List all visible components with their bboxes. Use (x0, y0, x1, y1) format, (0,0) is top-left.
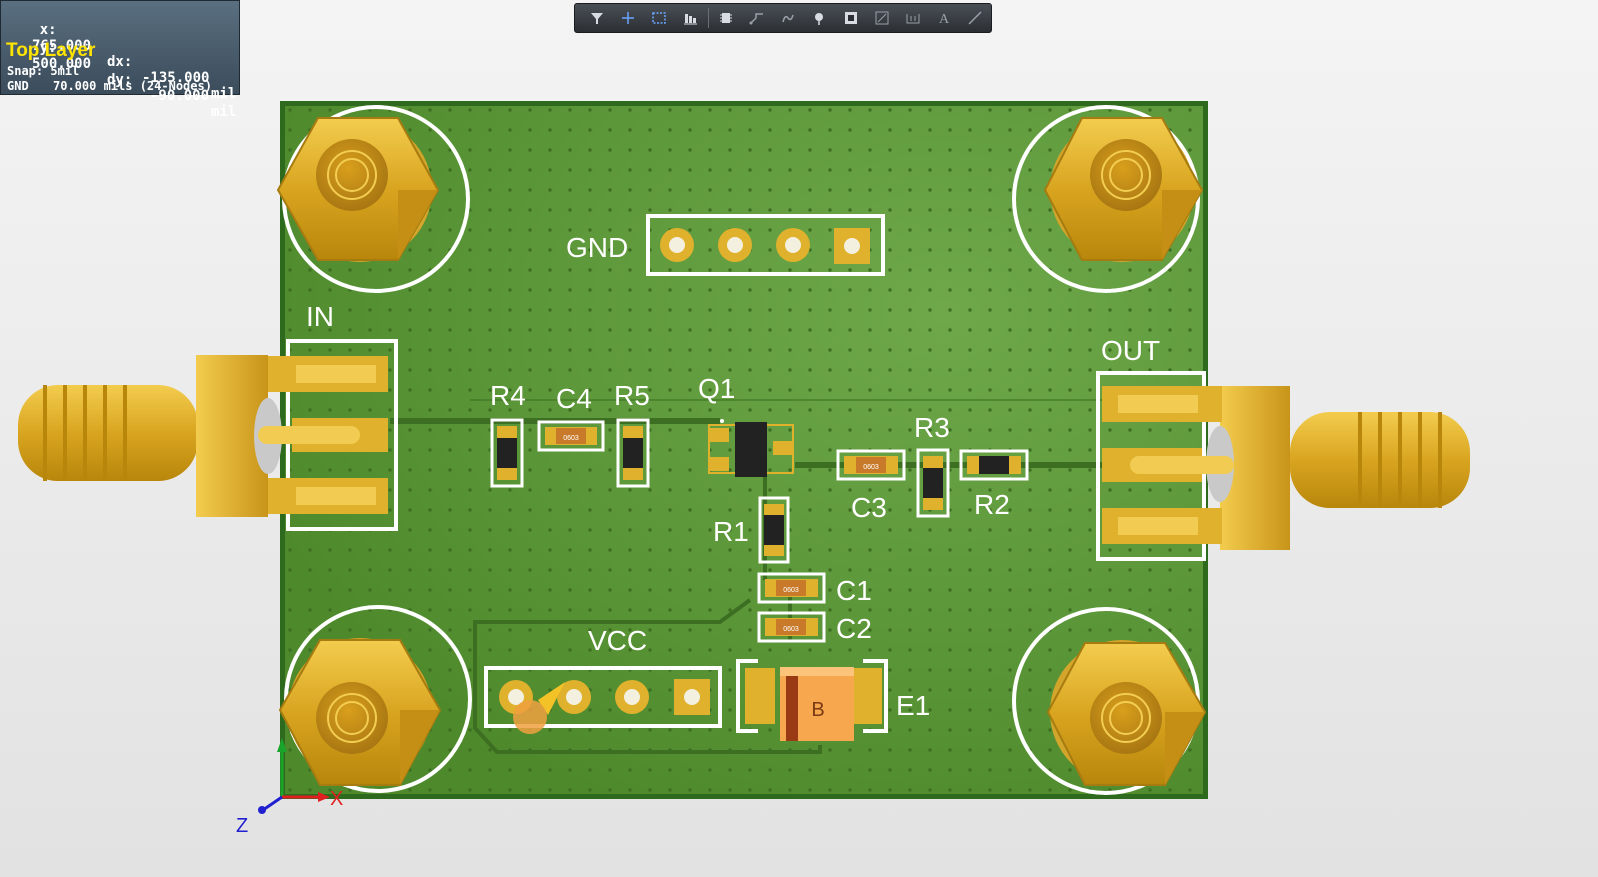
hud-x-value: 765.000 (32, 38, 92, 54)
silk-c3: C3 (851, 492, 887, 523)
hud-net-name: GND (7, 79, 29, 93)
svg-text:A: A (939, 12, 950, 26)
silk-r2: R2 (974, 489, 1010, 520)
c3-package-label: 0603 (863, 464, 879, 471)
hud-snap: Snap: 5mil (7, 64, 80, 78)
hud-y-unit: mil (211, 104, 237, 120)
silk-c4: C4 (556, 383, 592, 414)
silk-in: IN (306, 301, 334, 332)
hud-net-info: 70.000 mils (24-Nodes) (53, 79, 212, 93)
mounting-hole-top-right[interactable] (1012, 105, 1204, 293)
sma-connector-out[interactable] (1096, 371, 1470, 561)
silk-e1: E1 (896, 690, 930, 721)
hud-x-label: x: (39, 22, 57, 38)
hud-x-unit: mil (211, 86, 237, 102)
transistor-q1[interactable] (708, 419, 794, 477)
hud-net-row: GND 70.000 mils (24-Nodes) (7, 79, 212, 93)
resistor-r5[interactable] (616, 418, 650, 488)
active-bar-toolbar: A (574, 3, 992, 33)
resistor-r2[interactable] (959, 449, 1029, 481)
resistor-r1[interactable] (758, 496, 790, 564)
hud-current-layer: Top Layer (6, 40, 96, 61)
mounting-hole-bottom-left[interactable] (278, 605, 472, 793)
tantalum-capacitor-e1[interactable]: B (736, 659, 888, 741)
filter-icon[interactable] (581, 5, 612, 31)
hud-dx-label: dx: (107, 54, 133, 70)
line-icon[interactable] (960, 5, 991, 31)
silk-r3: R3 (914, 412, 950, 443)
c2-package-label: 0603 (783, 626, 799, 633)
silk-r4: R4 (490, 380, 526, 411)
hud-row-y: y: 500.000 dy: -90.000 mil (6, 24, 236, 136)
capacitor-c1[interactable]: 0603 (757, 572, 826, 604)
interactive-route-icon[interactable] (773, 5, 804, 31)
hud-dx-value: -135.000 (142, 70, 210, 86)
hud-y-label: y: (39, 40, 57, 56)
e1-polarity-mark: B (811, 699, 824, 721)
hud-dy-value: -90.000 (150, 88, 210, 104)
silk-r1: R1 (713, 516, 749, 547)
c1-package-label: 0603 (783, 587, 799, 594)
hud-y-value: 500.000 (32, 56, 92, 72)
toolbar-separator (707, 8, 709, 28)
coordinate-hud: x: 765.000 dx: -135.000 mil y: 500.000 d… (0, 0, 240, 120)
silk-r5: R5 (614, 380, 650, 411)
axis-gizmo: X Z (236, 738, 343, 837)
gnd-header[interactable] (646, 214, 885, 276)
axis-z-label: Z (236, 815, 248, 837)
route-icon[interactable] (742, 5, 773, 31)
silk-q1: Q1 (698, 373, 735, 404)
dimension-icon[interactable] (898, 5, 929, 31)
silk-gnd: GND (566, 232, 628, 263)
silk-c1: C1 (836, 575, 872, 606)
place-pad-icon[interactable] (804, 5, 835, 31)
polygon-icon[interactable] (866, 5, 897, 31)
fill-icon[interactable] (835, 5, 866, 31)
capacitor-c3[interactable]: 0603 (836, 449, 906, 481)
c4-package-label: 0603 (563, 435, 579, 442)
cross-probe-icon[interactable] (612, 5, 643, 31)
select-rect-icon[interactable] (643, 5, 674, 31)
resistor-r3[interactable] (916, 448, 950, 518)
component-icon[interactable] (711, 5, 742, 31)
resistor-r4[interactable] (490, 418, 524, 488)
align-icon[interactable] (674, 5, 705, 31)
mounting-hole-bottom-right[interactable] (1012, 607, 1207, 795)
silk-out: OUT (1101, 335, 1160, 366)
capacitor-c4[interactable]: 0603 (537, 420, 605, 452)
silk-c2: C2 (836, 613, 872, 644)
hud-dy-label: dy: (107, 72, 133, 88)
axis-x-label: X (330, 788, 343, 810)
pin1-marker (513, 682, 565, 734)
capacitor-c2[interactable]: 0603 (757, 611, 826, 643)
silk-vcc: VCC (588, 625, 647, 656)
mounting-hole-top-left[interactable] (276, 105, 470, 293)
hud-row-x: x: 765.000 dx: -135.000 mil (6, 6, 236, 118)
text-icon[interactable]: A (929, 5, 960, 31)
sma-connector-in[interactable] (18, 339, 398, 531)
